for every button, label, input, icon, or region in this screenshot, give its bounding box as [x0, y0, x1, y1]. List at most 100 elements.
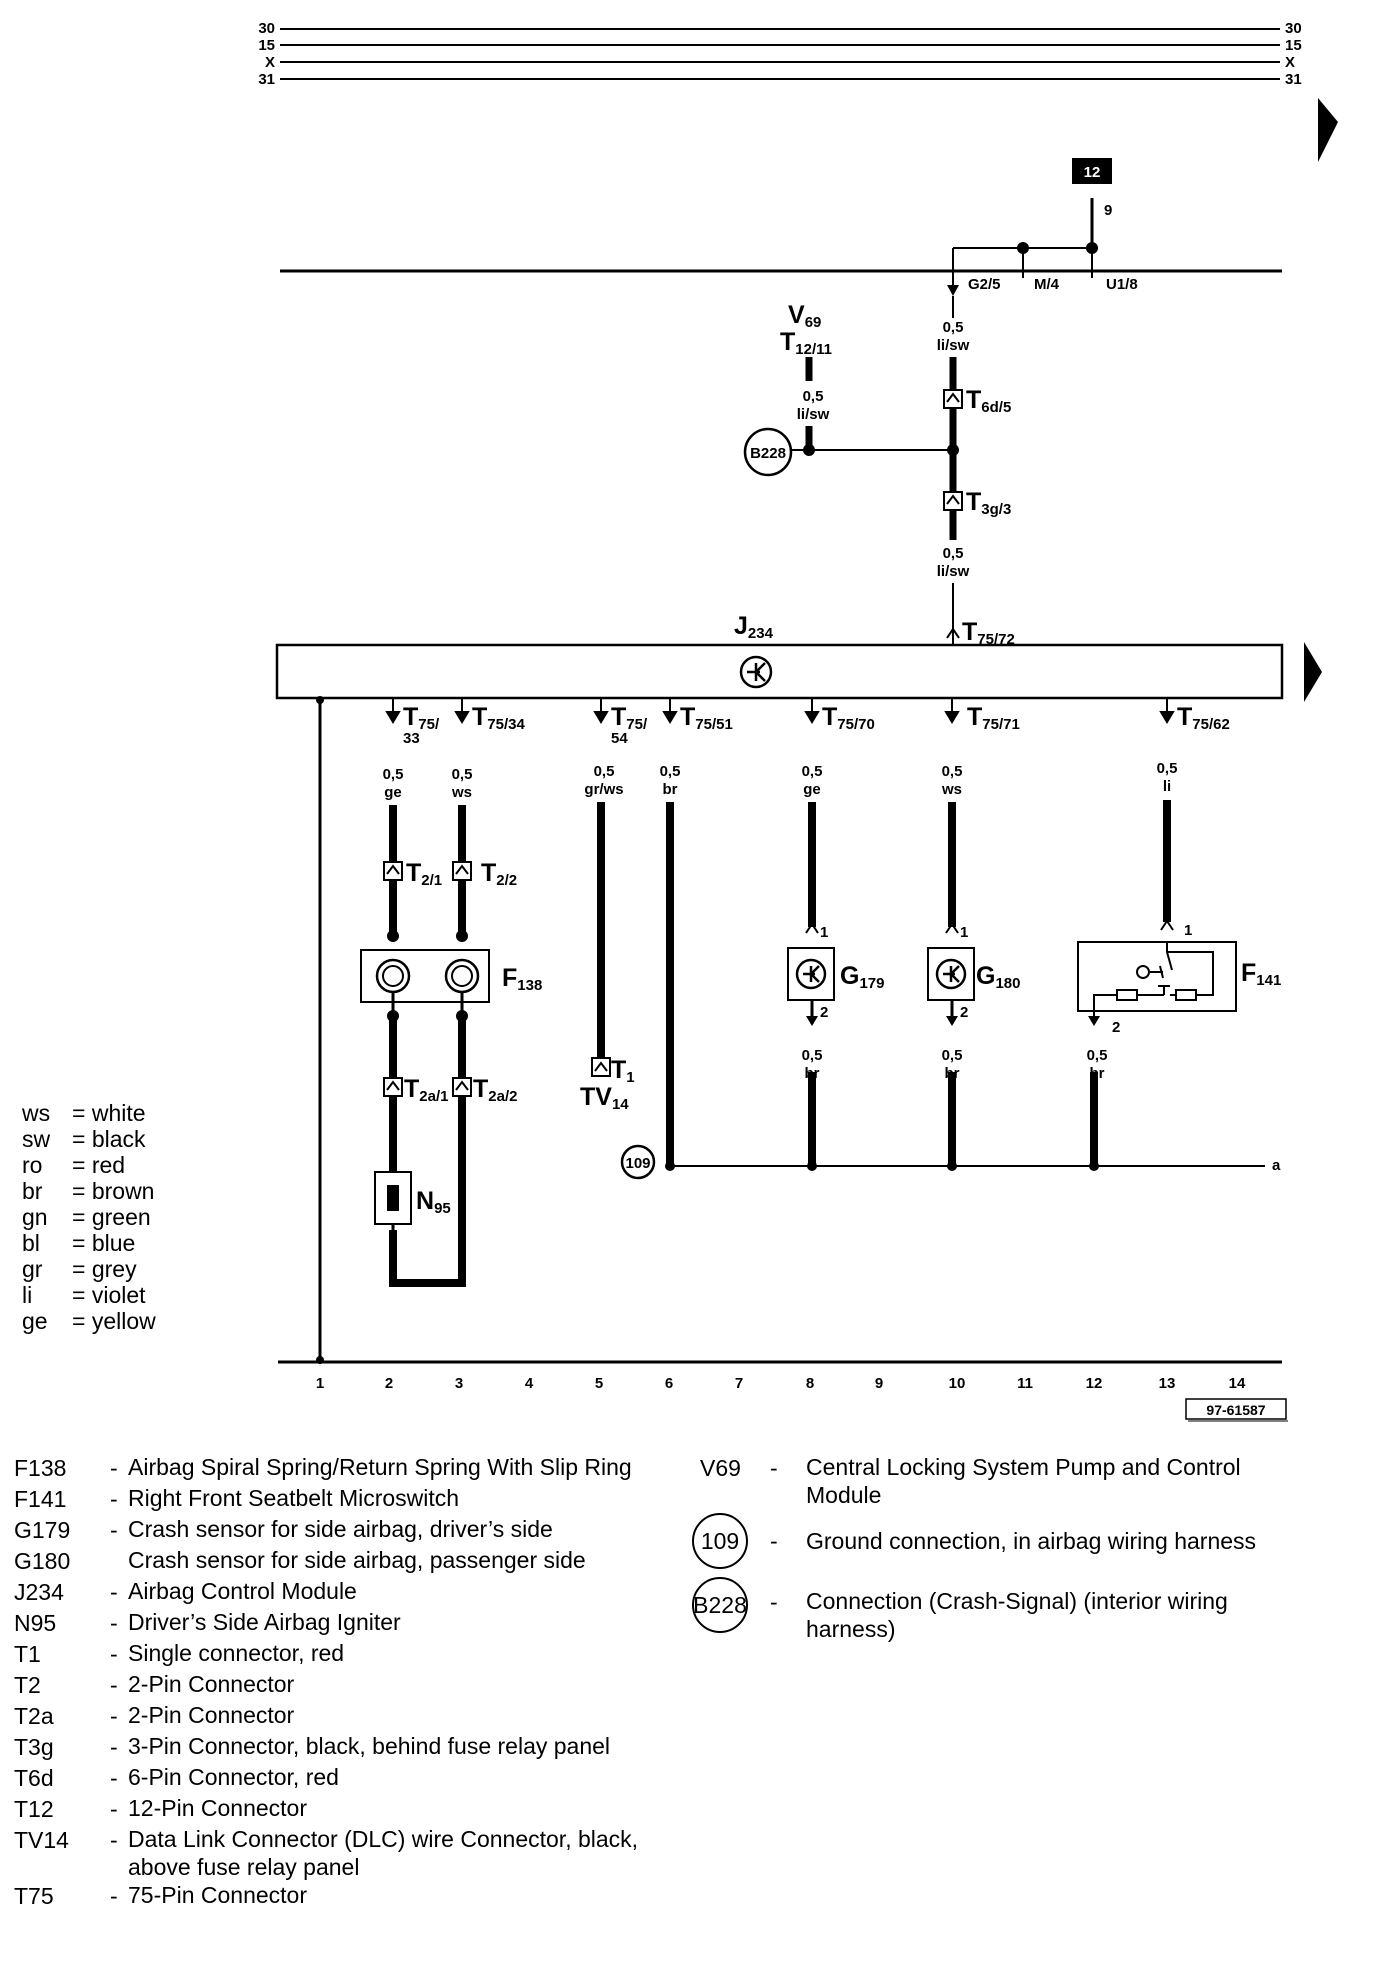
- component-legend-left: F138-Airbag Spiral Spring/Return Spring …: [14, 1453, 654, 1912]
- v69-label: V69: [788, 301, 821, 331]
- legend-dash: -: [110, 1883, 118, 1909]
- g180-label: G180: [976, 962, 1020, 992]
- wire-c5-color: gr/ws: [584, 781, 623, 798]
- wire-c3-gauge: 0,5: [452, 766, 473, 783]
- column-number-9: 9: [875, 1375, 883, 1392]
- f138-node-left: [387, 1010, 399, 1022]
- ground-end-label: a: [1272, 1157, 1281, 1174]
- color-key-row: ws= white: [22, 1100, 146, 1126]
- wire-c5-gauge: 0,5: [594, 763, 615, 780]
- feed-top-color: li/sw: [937, 337, 970, 354]
- g179-wire-gauge: 0,5: [802, 1047, 823, 1064]
- legend-dash: -: [110, 1734, 118, 1760]
- legend-code: T1: [14, 1641, 41, 1667]
- t1-label: T1: [611, 1056, 635, 1086]
- f141-pin1-arrow: [1160, 919, 1174, 931]
- color-key-row: li= violet: [22, 1282, 146, 1308]
- column-numbers: 1 2 3 4 5 6 7 8 9 10 11 12 13 14: [316, 1375, 1246, 1392]
- b228-connection-circle: [743, 427, 793, 477]
- junction-node-u1: [1086, 242, 1098, 254]
- legend-dash: -: [770, 1455, 778, 1481]
- legend-code: J234: [14, 1579, 64, 1605]
- color-key-row: ge= yellow: [22, 1308, 156, 1334]
- g179-wire-color: br: [805, 1065, 820, 1082]
- relay-box-12: [1072, 158, 1112, 184]
- j234-electronic-icon: [739, 655, 773, 689]
- g179-pin1-arrow: [805, 922, 819, 934]
- legend-item: T75-75-Pin Connector: [14, 1881, 654, 1912]
- legend-item: J234-Airbag Control Module: [14, 1577, 654, 1608]
- f138-label: F138: [502, 964, 542, 994]
- ground-node-c6: [665, 1161, 675, 1171]
- legend-item: 109-Ground connection, in airbag wiring …: [692, 1513, 1300, 1569]
- t75-72-label: T75/72: [962, 618, 1015, 648]
- color-key-row: ro= red: [22, 1152, 126, 1178]
- legend-item: T6d-6-Pin Connector, red: [14, 1763, 654, 1794]
- color-key-name: green: [91, 1204, 151, 1230]
- legend-item: T1-Single connector, red: [14, 1639, 654, 1670]
- t2-2-node: [456, 930, 468, 942]
- legend-dash: -: [110, 1796, 118, 1822]
- g179-pin2-label: 2: [820, 1004, 828, 1021]
- legend-code: T2: [14, 1672, 41, 1698]
- junction-arrow-g2: [947, 285, 959, 296]
- legend-dash: -: [110, 1517, 118, 1543]
- color-key-row: sw= black: [22, 1126, 146, 1152]
- t2a-2-label: T2a/2: [473, 1075, 517, 1105]
- wire-c6-gauge: 0,5: [660, 763, 681, 780]
- wire-c8-color: ge: [803, 781, 821, 798]
- color-key-name: white: [91, 1100, 146, 1126]
- legend-desc: Ground connection, in airbag wiring harn…: [806, 1528, 1257, 1554]
- connector-t2a-2: [452, 1077, 472, 1097]
- column-number-7: 7: [735, 1375, 743, 1392]
- g180-wire-gauge: 0,5: [942, 1047, 963, 1064]
- feed-node: [947, 444, 959, 456]
- legend-desc: 12-Pin Connector: [128, 1795, 307, 1821]
- connector-t2-2: [452, 861, 472, 881]
- color-key-name: violet: [91, 1282, 146, 1308]
- f141-wire-gauge: 0,5: [1087, 1047, 1108, 1064]
- legend-dash: -: [770, 1589, 778, 1615]
- legend-code: G180: [14, 1548, 71, 1574]
- column-number-12: 12: [1086, 1375, 1103, 1392]
- connector-t2a-1: [383, 1077, 403, 1097]
- legend-desc: Right Front Seatbelt Microswitch: [128, 1485, 460, 1511]
- color-key-row: br= brown: [22, 1178, 155, 1204]
- legend-code: V69: [700, 1455, 741, 1481]
- legend-code: N95: [14, 1610, 57, 1636]
- legend-desc: Driver’s Side Airbag Igniter: [128, 1609, 401, 1635]
- color-key-code: ws: [22, 1100, 51, 1126]
- color-key-row: gr= grey: [22, 1256, 137, 1282]
- wire-labels: 0,5 ge 0,5 ws 0,5 gr/ws 0,5 br 0,5 ge 0,…: [383, 760, 1178, 801]
- color-key-name: brown: [91, 1178, 155, 1204]
- feed-top-gauge: 0,5: [943, 319, 964, 336]
- b228-label: B228: [750, 445, 786, 462]
- bus-label-x-right: X: [1285, 54, 1295, 71]
- bus-label-31-right: 31: [1285, 71, 1302, 88]
- t75-54-label: T75/: [611, 703, 648, 733]
- module-outputs: [385, 698, 1175, 724]
- legend-code: G179: [14, 1517, 71, 1543]
- legend-dash: -: [770, 1527, 778, 1554]
- color-key-row: bl= blue: [22, 1230, 136, 1256]
- legend-desc: Airbag Control Module: [128, 1578, 357, 1604]
- t2a-1-label: T2a/1: [404, 1075, 448, 1105]
- color-key-row: gn= green: [22, 1204, 151, 1230]
- bus-label-x-left: X: [265, 54, 275, 71]
- column-number-14: 14: [1229, 1375, 1246, 1392]
- f141-label: F141: [1241, 959, 1281, 989]
- continuation-arrow-top: [1318, 98, 1338, 162]
- wire-c6-color: br: [663, 781, 678, 798]
- bus-label-15-right: 15: [1285, 37, 1302, 54]
- g180-pin1-arrow: [945, 922, 959, 934]
- v69-pin-label: T12/11: [780, 328, 832, 358]
- bus-label-15-left: 15: [258, 37, 275, 54]
- legend-item: F138-Airbag Spiral Spring/Return Spring …: [14, 1453, 654, 1484]
- g179-sensor-icon: [795, 958, 827, 990]
- column-number-10: 10: [949, 1375, 966, 1392]
- drawing-number: 97-61587: [1206, 1402, 1265, 1418]
- legend-item: V69-Central Locking System Pump and Cont…: [700, 1453, 1300, 1509]
- t75-70-label: T75/70: [822, 703, 875, 733]
- legend-item: T12-12-Pin Connector: [14, 1794, 654, 1825]
- ground-node-c8: [807, 1161, 817, 1171]
